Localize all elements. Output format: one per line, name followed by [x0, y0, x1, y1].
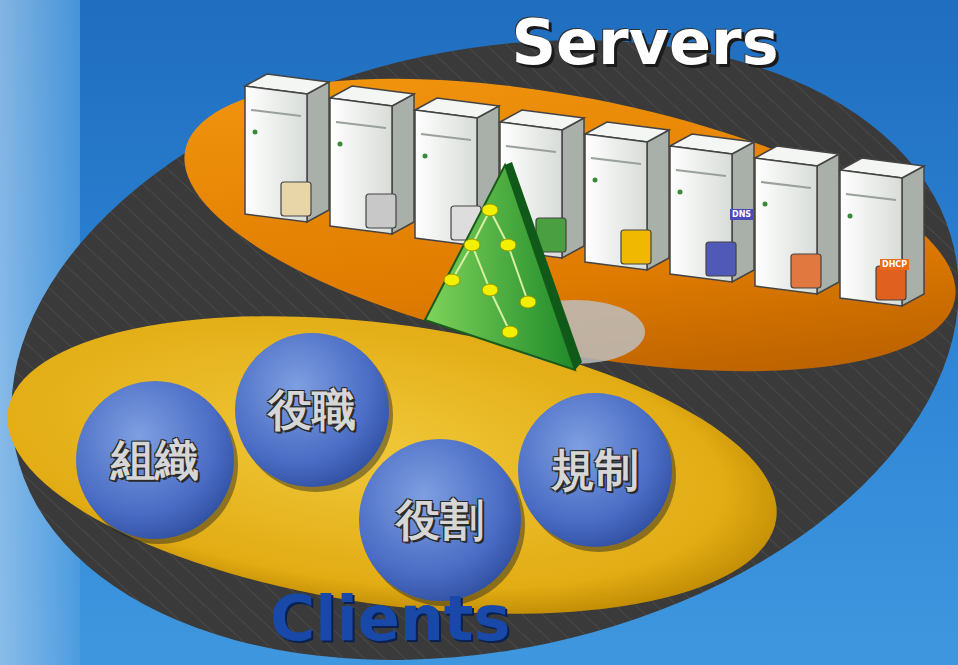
- circle-label: 役職: [268, 381, 356, 440]
- concept-circle: 役割: [358, 438, 522, 602]
- circle-label: 組織: [111, 431, 199, 490]
- server-band-art: [190, 40, 950, 360]
- concept-circle: 組織: [75, 380, 235, 540]
- server-tag: DHCP: [880, 259, 909, 270]
- circle-label: 規制: [551, 441, 639, 500]
- circle-label: 役割: [396, 491, 484, 550]
- concept-circle: 規制: [517, 392, 673, 548]
- region-band: Servers: [190, 40, 950, 360]
- concept-circle: 役職: [234, 332, 390, 488]
- server-tag: DNS: [730, 209, 753, 220]
- band-heading: Servers: [511, 6, 778, 79]
- band-heading: Clients: [270, 582, 511, 655]
